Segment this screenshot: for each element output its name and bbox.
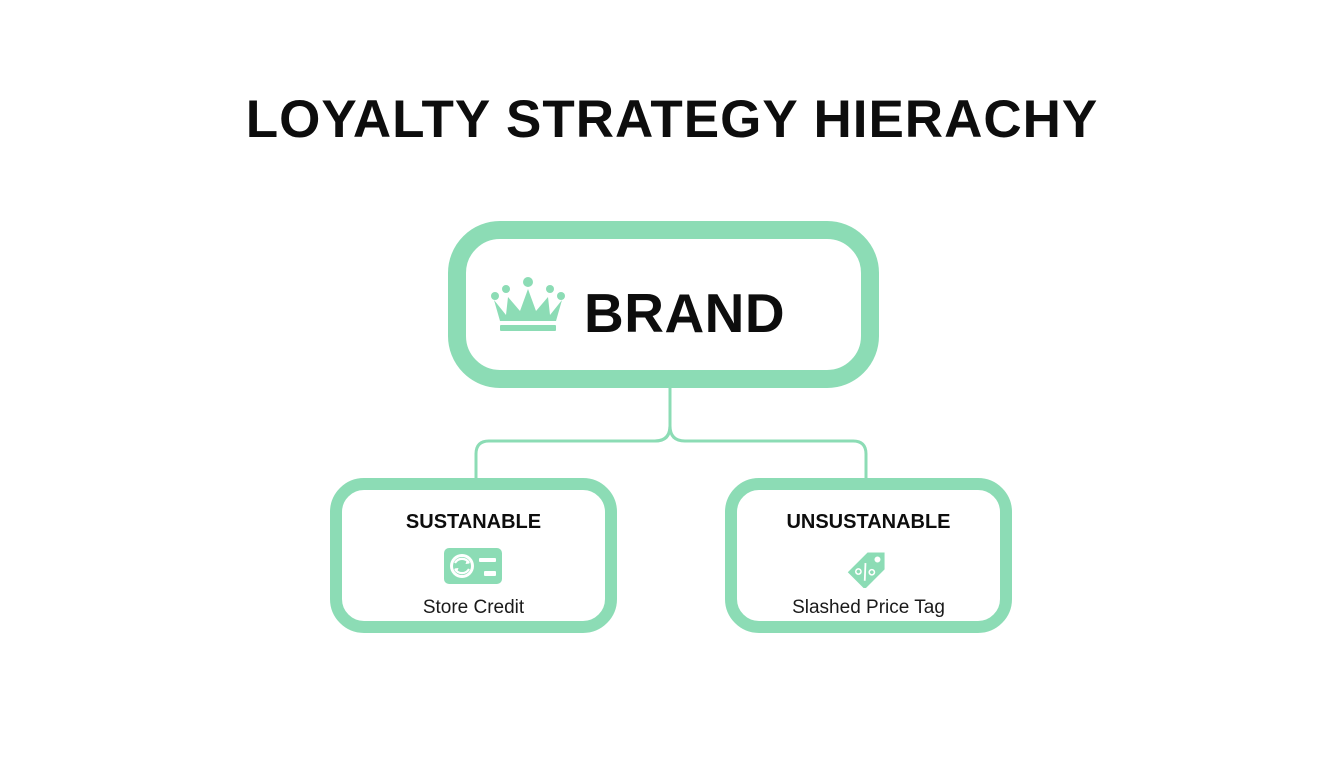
sustainable-node: SUSTANABLE Store Credit [330, 478, 617, 633]
brand-label: BRAND [584, 282, 786, 344]
connector-right-branch [668, 425, 868, 480]
unsustainable-heading: UNSUSTANABLE [786, 511, 951, 533]
unsustainable-label: Slashed Price Tag [792, 597, 945, 618]
crown-icon [491, 277, 565, 331]
connector-left-branch [474, 425, 672, 480]
store-credit-card-icon [443, 548, 502, 584]
sustainable-heading: SUSTANABLE [405, 511, 542, 533]
diagram-title: LOYALTY STRATEGY HIERACHY [245, 90, 1099, 149]
unsustainable-node: UNSUSTANABLE Slashed Price Tag [725, 478, 1012, 633]
percent-price-tag-icon [847, 552, 885, 588]
brand-node: BRAND [448, 221, 879, 388]
sustainable-label: Store Credit [422, 597, 525, 618]
